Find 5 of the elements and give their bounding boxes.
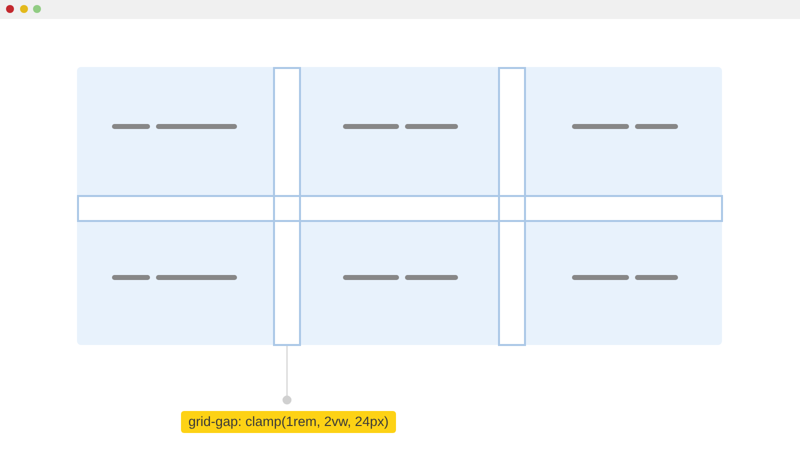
grid-gap-column: [498, 67, 526, 346]
grid-gap-column: [273, 67, 301, 346]
code-label: grid-gap: clamp(1rem, 2vw, 24px): [181, 411, 396, 433]
leader-line: [282, 346, 292, 404]
grid-gap-row: [77, 195, 723, 222]
